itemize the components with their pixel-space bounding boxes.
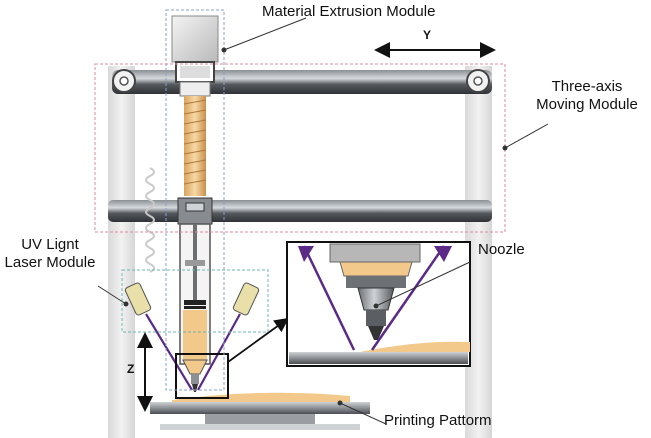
uv-laser-right-icon bbox=[232, 282, 260, 316]
label-uv-laser: UV Lignt Laser Module bbox=[0, 236, 100, 272]
spiral-decoration bbox=[145, 167, 155, 273]
material-in-syringe bbox=[183, 310, 207, 360]
moving-module-outline bbox=[94, 63, 506, 233]
label-uv-line1: UV Lignt bbox=[21, 236, 79, 253]
label-three-axis-line1: Three-axis bbox=[551, 78, 623, 95]
left-pillar bbox=[108, 66, 135, 438]
printed-material bbox=[172, 392, 350, 404]
extruder-motor-box bbox=[171, 15, 219, 63]
label-uv-line2: Laser Module bbox=[4, 254, 96, 271]
uv-laser-left-icon bbox=[124, 282, 152, 316]
label-printing: Printing Pattorm bbox=[384, 412, 492, 429]
printing-platform bbox=[150, 402, 370, 414]
label-material-extrusion: Material Extrusion Module bbox=[262, 3, 436, 20]
nozzle-zoom-inset bbox=[286, 241, 471, 367]
extrusion-module-outline bbox=[165, 9, 225, 391]
label-noozle: Noozle bbox=[478, 241, 525, 258]
laser-beams bbox=[145, 313, 241, 391]
label-three-axis-line2: Moving Module bbox=[536, 96, 638, 113]
label-three-axis: Three-axis Moving Module bbox=[522, 78, 651, 114]
top-rail bbox=[112, 70, 492, 94]
nozzle-focus-box bbox=[175, 353, 229, 399]
axis-label-y: Y bbox=[423, 28, 432, 42]
axis-label-z: Z bbox=[127, 362, 135, 376]
